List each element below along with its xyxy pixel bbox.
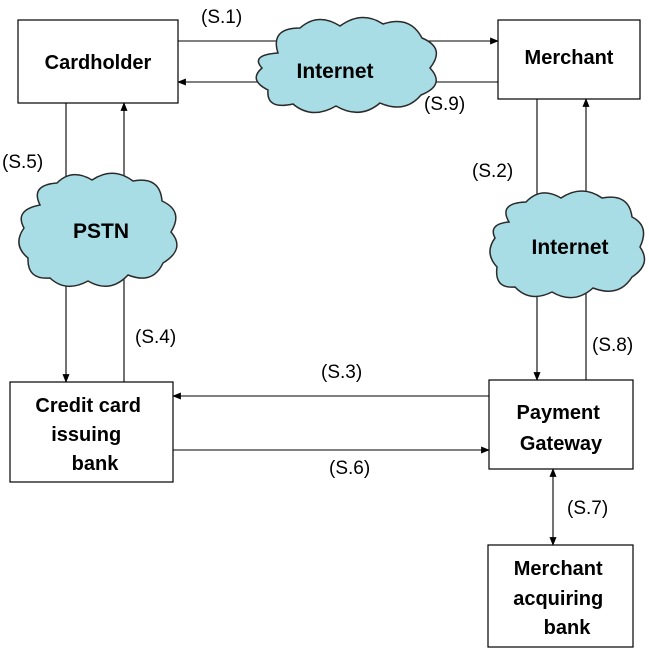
- payment-gateway-line-1: Payment: [517, 402, 601, 424]
- step-s7-label: (S.7): [567, 498, 608, 519]
- acquiring-bank-line-2: acquiring: [513, 588, 603, 610]
- acquiring-bank-label: Merchant acquiring bank: [513, 558, 609, 639]
- merchant-box: [497, 19, 641, 100]
- step-s9-label: (S.9): [424, 94, 465, 115]
- step-s4-label: (S.4): [135, 327, 176, 348]
- acquiring-bank-line-3: bank: [544, 617, 592, 639]
- step-s1-label: (S.1): [201, 7, 242, 28]
- issuing-bank-line-3: bank: [72, 453, 120, 475]
- acquiring-bank-line-1: Merchant: [514, 558, 603, 580]
- cardholder-label: Cardholder: [45, 52, 152, 74]
- internet-top-cloud: [255, 16, 438, 114]
- step-s3-label: (S.3): [321, 362, 362, 383]
- internet-right-cloud: [489, 190, 646, 299]
- step-s6-label: (S.6): [329, 458, 370, 479]
- step-s5-label: (S.5): [2, 152, 43, 173]
- internet-right-label: Internet: [531, 236, 608, 259]
- step-s2-label: (S.2): [472, 161, 513, 182]
- payment-gateway-label: Payment Gateway: [517, 402, 606, 455]
- internet-top-label: Internet: [296, 60, 373, 83]
- issuing-bank-line-2: issuing: [51, 424, 121, 446]
- pstn-cloud: [18, 172, 178, 287]
- step-s8-label: (S.8): [592, 335, 633, 356]
- acquiring-bank-box: [487, 544, 634, 648]
- cardholder-box: [17, 19, 179, 104]
- pstn-label: PSTN: [73, 220, 129, 243]
- issuing-bank-line-1: Credit card: [35, 395, 141, 417]
- payment-gateway-box: [488, 379, 634, 470]
- merchant-label: Merchant: [525, 47, 614, 69]
- issuing-bank-label: Credit card issuing bank: [35, 395, 146, 475]
- issuing-bank-box: [9, 381, 174, 483]
- payment-gateway-line-2: Gateway: [520, 433, 603, 455]
